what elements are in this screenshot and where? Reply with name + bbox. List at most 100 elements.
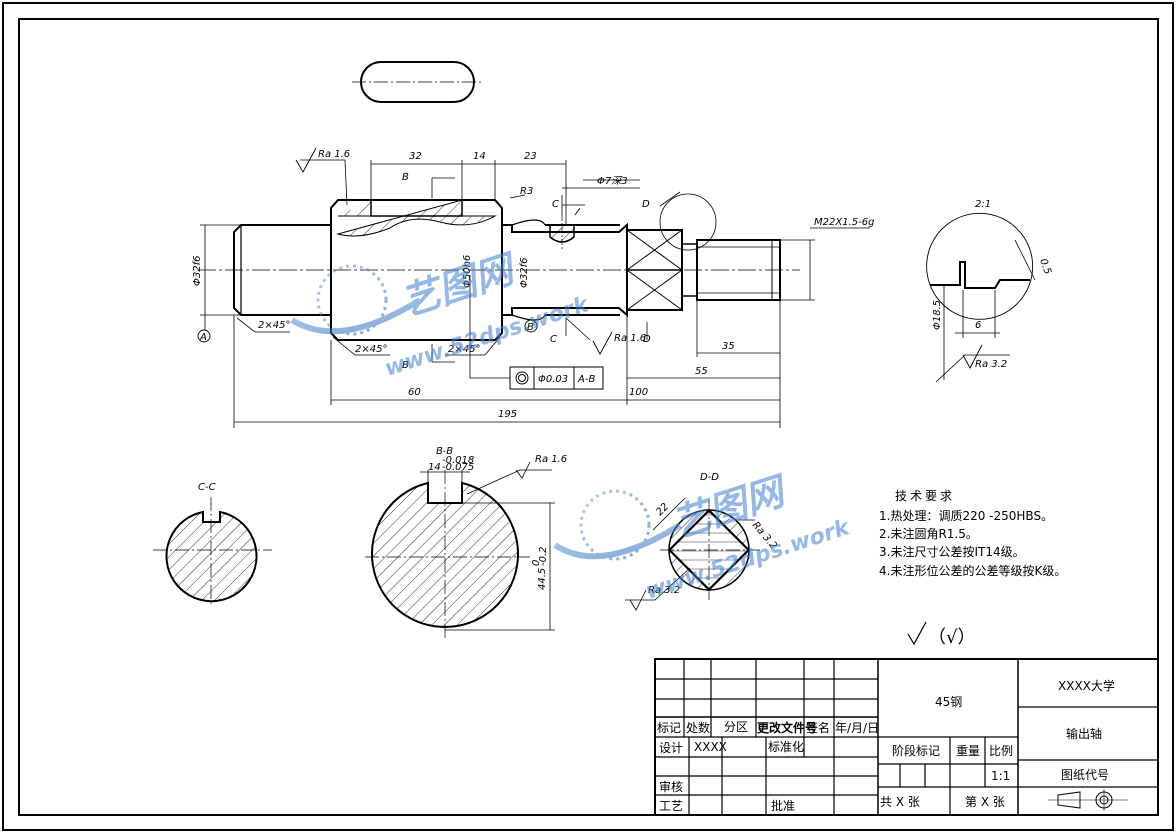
datum-b-label: B [527, 322, 534, 333]
dim-chamfer-3: 2×45° [448, 344, 480, 355]
tb-sheet-no: 第 X 张 [965, 795, 1005, 809]
detail-view-text: 2:1 Φ18.5 6 0.5 Ra 3.2 [932, 199, 1053, 370]
dim-32: 32 [409, 151, 422, 162]
ra-top-label: Ra 1.6 [318, 149, 350, 160]
section-b-bottom: B [402, 360, 409, 371]
section-c-bottom: C [550, 334, 557, 345]
datum-a-label: A [199, 332, 207, 343]
dim-60: 60 [408, 387, 421, 398]
dim-55: 55 [695, 366, 708, 377]
section-dd: D-D 22 Ra 3.2 Ra 3.2 [625, 472, 779, 611]
tb-zone: 分区 [724, 720, 748, 734]
dim-14: 14 [473, 151, 486, 162]
bb-width: 14 [428, 462, 441, 473]
tech-req-title: 技术要求 [895, 489, 955, 503]
main-view-text: 32 14 23 R3 Φ7深3 M22X1.5-6g 60 100 55 35… [192, 149, 874, 420]
dim-r3: R3 [520, 186, 533, 197]
roughness-note-text: （√） [928, 627, 975, 648]
tb-standardize: 标准化 [768, 740, 804, 754]
dim-chamfer-2: 2×45° [355, 344, 387, 355]
tb-university: XXXX大学 [1058, 678, 1115, 693]
tb-process: 工艺 [659, 799, 683, 813]
shaft-main-view [198, 193, 800, 341]
dim-35: 35 [722, 341, 735, 352]
tech-req-item-2: 2.未注圆角R1.5。 [879, 526, 978, 541]
tolerance-datum: A-B [577, 374, 595, 385]
globe-logo-icon [553, 489, 682, 561]
bb-tol-lower: -0.075 [442, 462, 474, 473]
tb-date: 年/月/日 [835, 721, 879, 735]
tolerance-value: Φ0.03 [538, 374, 568, 385]
globe-logo-icon [290, 264, 422, 336]
dim-hole: Φ7深3 [597, 175, 628, 187]
tb-scale-label: 比例 [989, 744, 1013, 758]
dim-dia-mid: Φ32f6 [519, 258, 530, 288]
dd-ra-2: Ra 3.2 [648, 585, 680, 596]
tb-drawing-no: 图纸代号 [1061, 768, 1109, 782]
datum-a-circle [197, 329, 211, 343]
detail-view [926, 212, 1036, 383]
tb-design: 设计 [659, 741, 683, 755]
tb-part-name: 输出轴 [1066, 726, 1102, 741]
section-cc: C-C [153, 482, 272, 605]
tb-review: 审核 [659, 779, 683, 794]
roughness-note: （√） [907, 621, 975, 648]
title-block-text: 标记 处数 分区 更改文件号 签名 年/月/日 设计 XXXX 标准化 审核 工… [657, 678, 1115, 813]
detail-scale: 2:1 [975, 199, 991, 210]
tb-count: 处数 [686, 720, 710, 735]
tb-approve: 批准 [771, 798, 795, 813]
watermark-brand-1: 艺图网 [396, 246, 523, 325]
bb-ra: Ra 1.6 [535, 454, 567, 465]
main-dimension-lines [200, 159, 870, 428]
bb-depth-tol-lower: -0.2 [538, 546, 549, 566]
detail-dia: Φ18.5 [932, 300, 943, 330]
detail-ra: Ra 3.2 [975, 359, 1007, 370]
tech-req-item-1: 1.热处理：调质220 -250HBS。 [879, 509, 1053, 523]
section-c-top: C [552, 199, 559, 210]
tb-scale-value: 1:1 [991, 769, 1010, 783]
dim-195: 195 [498, 409, 517, 420]
detail-depth: 0.5 [1037, 257, 1053, 276]
inner-border [18, 18, 1159, 816]
dim-dia-left: Φ32f6 [192, 256, 203, 286]
tb-stage: 阶段标记 [892, 743, 940, 758]
datum-markers [197, 319, 538, 343]
bb-depth: 44.5 [537, 568, 548, 590]
key-slot-view [352, 61, 484, 103]
tb-material: 45钢 [935, 695, 962, 709]
dim-23: 23 [524, 151, 537, 162]
watermark-2: 艺图网 www.52dps.work [553, 468, 854, 605]
bb-tol-upper: -0.018 [442, 455, 474, 466]
detail-width: 6 [975, 320, 981, 331]
section-cc-title: C-C [198, 482, 216, 493]
tolerance-frame: Φ0.03 A-B [509, 366, 604, 390]
tech-req-item-4: 4.未注形位公差的公差等级按K级。 [879, 563, 1066, 578]
section-bb-title: B-B [436, 446, 453, 457]
tb-mark: 标记 [657, 721, 681, 735]
tb-weight: 重量 [956, 744, 980, 758]
section-d-top: D [642, 199, 650, 210]
section-d-bottom: D [643, 334, 651, 345]
section-b-top: B [402, 172, 409, 183]
tech-requirements: 技术要求 1.热处理：调质220 -250HBS。 2.未注圆角R1.5。 3.… [879, 489, 1066, 578]
tech-req-item-3: 3.未注尺寸公差按IT14级。 [879, 544, 1025, 559]
section-dd-title: D-D [700, 472, 719, 483]
watermark-1: 艺图网 www.52dps.work [290, 246, 593, 382]
ra-mid-label: Ra 1.6 [614, 333, 646, 344]
ra-symbols-main [295, 147, 613, 355]
dim-100: 100 [629, 387, 648, 398]
tb-total-sheets: 共 X 张 [880, 795, 920, 809]
tb-doc: 更改文件号 [757, 720, 817, 735]
bb-depth-tol-upper: 0 [531, 560, 542, 566]
datum-b-circle [524, 319, 538, 333]
section-bb: B-B -0.018 14 -0.075 Ra 1.6 44.5 0 -0.2 [365, 446, 567, 640]
dim-dia-key: Φ50h6 [462, 255, 473, 288]
tb-sign: 签名 [806, 720, 830, 735]
projection-symbol-icon [1048, 789, 1128, 811]
tb-design-name: XXXX [694, 740, 727, 754]
dim-thread: M22X1.5-6g [814, 217, 874, 228]
title-block [654, 658, 1159, 816]
dim-chamfer-1: 2×45° [258, 320, 290, 331]
